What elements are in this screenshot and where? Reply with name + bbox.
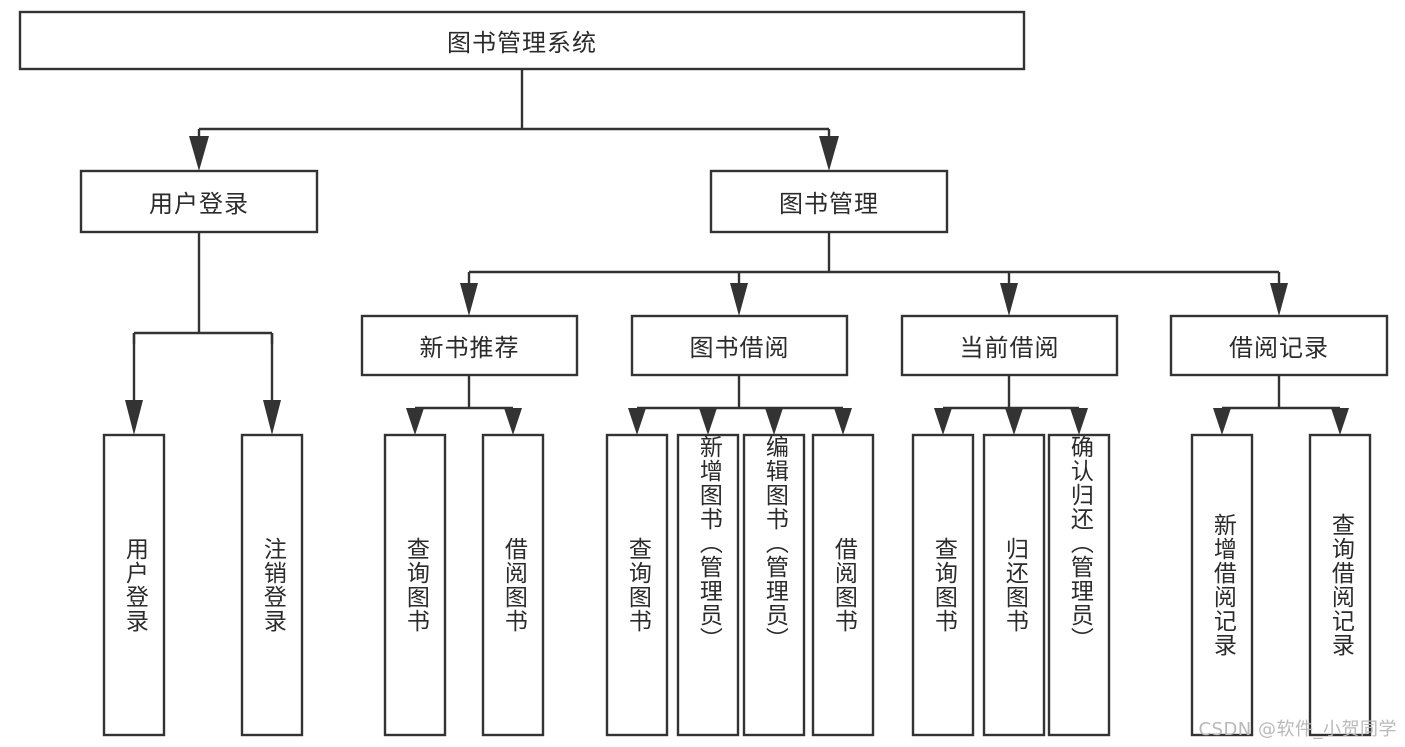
node-box-leaf-query-record[interactable] [1308,433,1372,737]
arrow-head-leaf-borrow-book-1 [504,408,522,435]
node-box-book-management[interactable] [709,169,949,234]
node-box-leaf-edit-book[interactable] [742,433,806,737]
arrow-head-leaf-edit-book [765,408,783,435]
node-box-leaf-return-book[interactable] [982,433,1046,737]
node-box-leaf-query-book-1[interactable] [383,433,447,737]
arrow-head-current-borrow [1000,283,1018,316]
arrow-head-book-borrow [730,283,748,316]
arrow-head-user-login [189,136,209,171]
arrow-head-leaf-add-record [1213,408,1231,435]
arrow-head-leaf-confirm-return [1070,408,1088,435]
node-box-new-book-recommend[interactable] [360,314,579,377]
node-box-current-borrow[interactable] [900,314,1119,377]
arrow-head-leaf-add-book [699,408,717,435]
arrow-head-new-book-recommend [460,283,478,316]
arrow-head-leaf-query-book-2 [628,408,646,435]
arrow-head-leaf-user-login [125,400,143,435]
node-box-leaf-borrow-book-1[interactable] [481,433,545,737]
arrow-head-leaf-query-record [1331,408,1349,435]
node-box-leaf-add-record[interactable] [1190,433,1254,737]
arrow-head-leaf-query-book-1 [406,408,424,435]
node-box-user-login[interactable] [79,169,319,234]
arrow-head-leaf-return-book [1005,408,1023,435]
node-box-root[interactable] [18,10,1026,71]
node-box-book-borrow[interactable] [630,314,849,377]
node-box-leaf-query-book-3[interactable] [911,433,975,737]
arrow-head-leaf-query-book-3 [934,408,952,435]
node-box-leaf-confirm-return[interactable] [1047,433,1111,737]
arrow-head-leaf-logout [263,400,281,435]
arrow-head-borrow-record [1270,283,1288,316]
node-box-leaf-query-book-2[interactable] [605,433,669,737]
arrow-head-leaf-borrow-book-2 [834,408,852,435]
node-box-leaf-add-book[interactable] [676,433,740,737]
node-box-leaf-user-login[interactable] [102,433,166,737]
node-box-leaf-borrow-book-2[interactable] [811,433,875,737]
node-box-leaf-logout[interactable] [240,433,304,737]
node-box-borrow-record[interactable] [1169,314,1389,377]
arrow-head-book-management [819,136,839,171]
